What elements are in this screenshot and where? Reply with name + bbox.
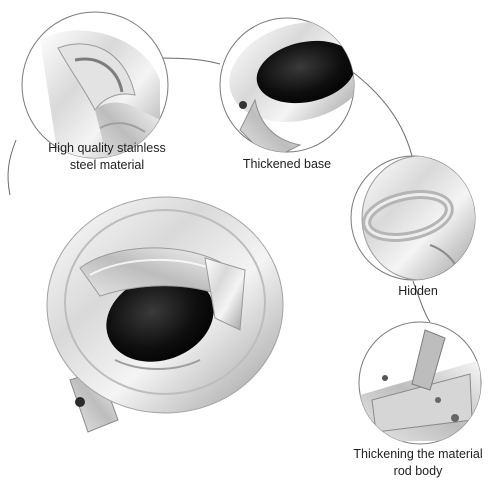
callout-label-hidden: Hidden <box>388 283 448 300</box>
callout-label-line: Thickened base <box>242 157 332 171</box>
latch-main-body <box>46 196 284 433</box>
callout-label-line: High quality stainless <box>48 141 166 155</box>
callout-label-thickened-base: Thickened base <box>232 156 342 173</box>
callout-label-line: Thickening the material <box>353 447 483 461</box>
callout-2-closeup <box>219 17 355 153</box>
connector-lines <box>7 57 431 323</box>
callout-label-line: rod body <box>393 464 443 478</box>
callout-label-rod-body: Thickening the material rod body <box>348 446 488 480</box>
callout-label-steel-material: High quality stainless steel material <box>40 140 174 174</box>
callout-4-closeup <box>358 321 482 445</box>
callout-label-line: Hidden <box>398 284 438 298</box>
callout-label-line: steel material <box>69 158 145 172</box>
callout-3-closeup <box>350 155 476 281</box>
